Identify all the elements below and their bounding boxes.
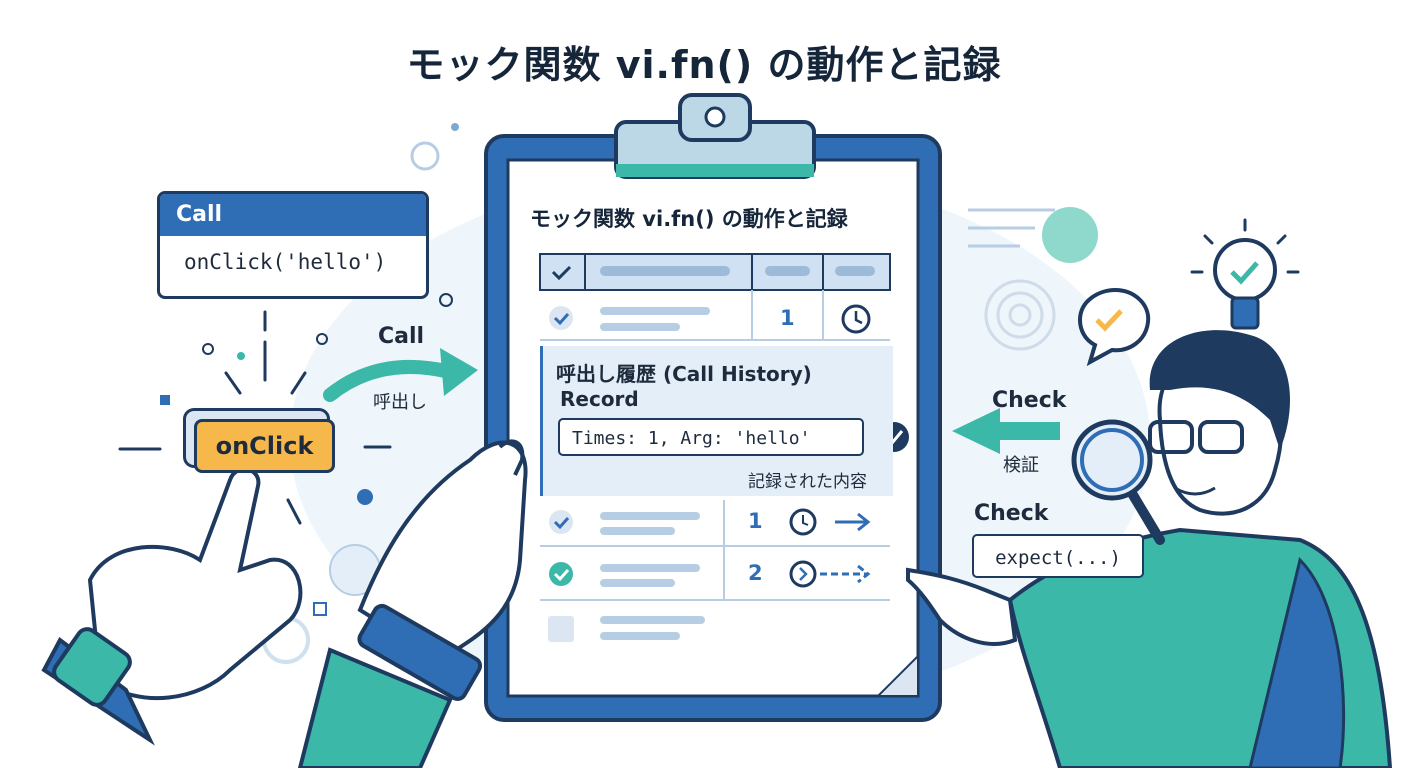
row-count: 2 — [748, 561, 763, 585]
pressing-hand — [87, 467, 303, 701]
call-history-record-label: Record — [560, 387, 639, 411]
clip-hole — [704, 106, 726, 128]
forward-icon — [789, 560, 817, 588]
check-arrow-shaft — [990, 422, 1060, 440]
arrow-icon — [820, 564, 871, 584]
deco-dot — [202, 343, 214, 355]
check-arrow-sublabel: 検証 — [1003, 455, 1039, 476]
pointing-hand — [906, 567, 1018, 646]
sleeve — [297, 647, 453, 768]
deco-square — [160, 395, 170, 405]
call-panel-header: Call — [160, 194, 426, 236]
deco-dot — [357, 489, 373, 505]
page-title: モック関数 vi.fn() の動作と記録 — [406, 43, 1002, 87]
call-arrow-shaft — [323, 360, 457, 402]
row-count: 1 — [748, 509, 763, 533]
smartwatch-icon — [52, 627, 132, 707]
clipboard-title: モック関数 vi.fn() の動作と記録 — [530, 207, 848, 231]
person-hair — [1149, 330, 1290, 450]
person-arm — [1248, 557, 1346, 768]
burst-lines — [118, 310, 392, 525]
check-icon — [551, 265, 572, 281]
check-arrow-label: Check — [992, 388, 1067, 413]
arrow-icon — [835, 512, 871, 532]
call-panel: Call onClick('hello') — [157, 191, 429, 299]
deco-dot — [316, 333, 328, 345]
call-panel-code: onClick('hello') — [184, 250, 387, 274]
check-panel-code: expect(...) — [972, 534, 1144, 578]
magnifier-icon — [1071, 419, 1153, 501]
deco-dot — [237, 352, 245, 360]
call-history-title: 呼出し履歴 (Call History) — [556, 362, 812, 386]
deco-ring — [996, 291, 1044, 339]
lightbulb-icon — [1213, 238, 1277, 302]
deco-circle — [410, 141, 440, 171]
wristwatch-band — [357, 603, 483, 701]
deco-square — [313, 602, 327, 616]
check-arrow-head — [952, 408, 1000, 454]
speech-bubble-icon — [1077, 287, 1151, 367]
deco-ring — [1008, 303, 1032, 327]
call-arrow-label: Call — [378, 324, 425, 349]
call-history-record-value: Times: 1, Arg: 'hello' — [558, 418, 864, 456]
clip-band — [616, 164, 814, 177]
call-history-caption: 記録された内容 — [748, 472, 867, 492]
call-arrow-head — [440, 348, 478, 396]
paper-curl — [875, 653, 919, 697]
holding-hand — [357, 440, 528, 663]
row-check-icon — [549, 562, 573, 586]
call-arrow-sublabel: 呼出し — [373, 392, 427, 413]
onclick-button[interactable]: onClick — [194, 419, 335, 473]
row-empty-checkbox — [548, 616, 574, 642]
deco-dot — [439, 293, 453, 307]
deco-dot — [451, 123, 459, 131]
row-count: 1 — [780, 306, 795, 330]
deco-teal-circle — [1042, 207, 1098, 263]
check-panel-label: Check — [974, 501, 1049, 526]
glasses-icon — [1148, 420, 1194, 454]
row-check-icon — [549, 510, 573, 534]
deco-ring — [984, 279, 1056, 351]
row-check-icon — [549, 306, 573, 330]
